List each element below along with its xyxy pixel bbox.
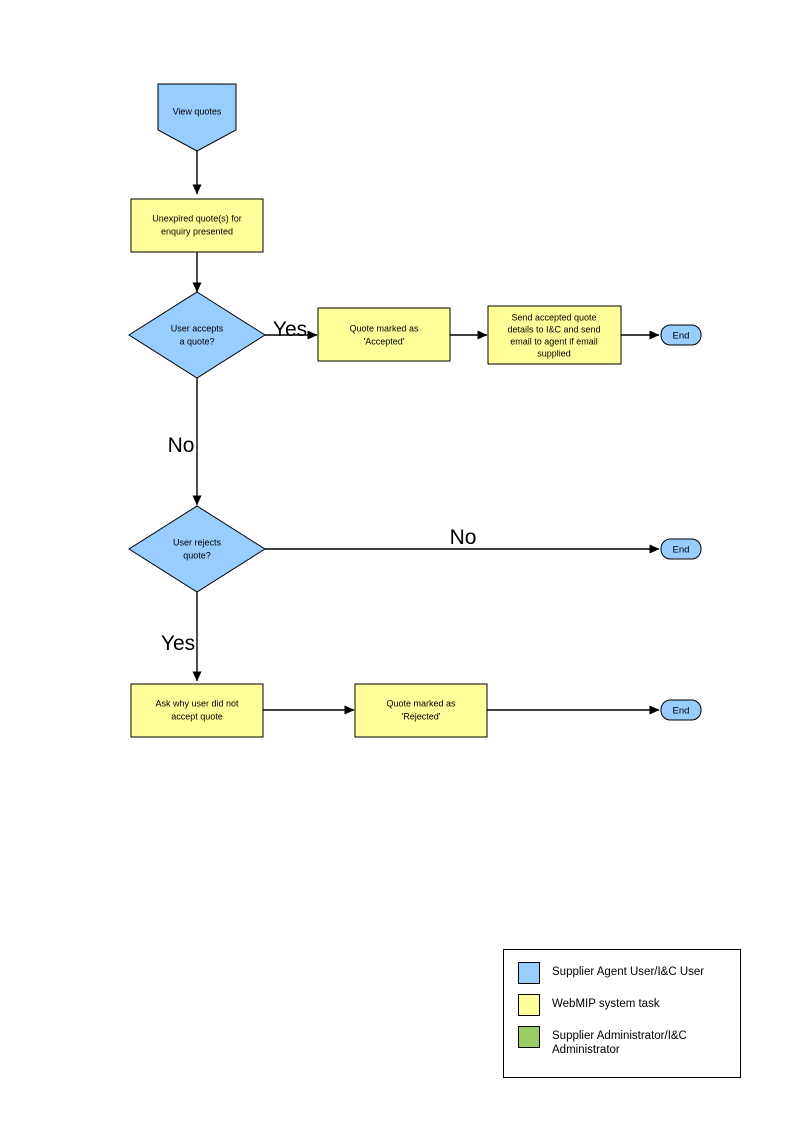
node-send-label-line1: Send accepted quote [511,312,596,322]
node-end3-label: End [673,706,690,717]
edge-label-no-accepts: No [168,434,195,457]
node-end1-label: End [673,331,690,342]
legend-label-supplier-agent: Supplier Agent User/I&C User [552,966,705,978]
node-quote-marked-accepted[interactable]: Quote marked as 'Accepted' [317,307,451,362]
process-rect-shape [130,683,264,738]
node-rejects-label-line1: User rejects [173,537,222,547]
node-accepts-label-line1: User accepts [171,323,224,333]
node-askwhy-label-line1: Ask why user did not [155,698,239,708]
terminator-stadium-shape [660,324,702,346]
node-rejected-label-line1: Quote marked as [386,698,456,708]
legend-swatch-yellow-icon [518,994,540,1016]
node-decision-user-accepts[interactable]: User accepts a quote? [128,291,266,379]
node-ask-why-not-accepted[interactable]: Ask why user did not accept quote [130,683,264,738]
node-decision-user-rejects[interactable]: User rejects quote? [128,505,266,593]
node-unexpired-quotes[interactable]: Unexpired quote(s) for enquiry presented [130,198,264,253]
node-end2-label: End [673,545,690,556]
decision-diamond-shape [128,291,266,379]
node-accepted-label-line2: 'Accepted' [364,336,405,346]
edge-label-no-rejects: No [450,526,477,549]
pentagon-down-shape [157,83,237,152]
terminator-stadium-shape [660,699,702,721]
legend-item-supplier-agent: Supplier Agent User/I&C User [518,962,728,984]
node-unexpired-label-line2: enquiry presented [161,226,233,236]
node-accepts-label-line2: a quote? [179,336,214,346]
legend-label-webmip-task: WebMIP system task [552,998,660,1010]
process-rect-shape [317,307,451,362]
node-end-no-rejects[interactable]: End [660,538,702,560]
legend-item-webmip-task: WebMIP system task [518,994,728,1016]
legend: Supplier Agent User/I&C User WebMIP syst… [503,949,741,1078]
node-send-label-line3: email to agent if email [510,336,598,346]
legend-item-supplier-administrator: Supplier Administrator/I&C Administrator [518,1026,728,1057]
edge-label-yes-rejects: Yes [161,632,195,655]
node-end-rejected[interactable]: End [660,699,702,721]
process-rect-shape [487,305,622,365]
node-accepted-label-line1: Quote marked as [349,323,419,333]
node-rejected-label-line2: 'Rejected' [402,711,441,721]
terminator-stadium-shape [660,538,702,560]
process-rect-shape [354,683,488,738]
edge-label-yes-accepts: Yes [273,318,307,341]
process-rect-shape [130,198,264,253]
node-askwhy-label-line2: accept quote [171,711,223,721]
node-unexpired-label-line1: Unexpired quote(s) for [152,213,242,223]
node-send-accepted-quote-details[interactable]: Send accepted quote details to I&C and s… [487,305,622,365]
node-send-label-line2: details to I&C and send [507,324,600,334]
node-start-view-quotes[interactable]: View quotes [157,83,237,152]
decision-diamond-shape [128,505,266,593]
node-start-label: View quotes [173,106,222,116]
node-send-label-line4: supplied [537,348,571,358]
legend-swatch-blue-icon [518,962,540,984]
node-end-accepted[interactable]: End [660,324,702,346]
legend-swatch-green-icon [518,1026,540,1048]
legend-label-supplier-administrator: Supplier Administrator/I&C Administrator [552,1030,687,1056]
node-quote-marked-rejected[interactable]: Quote marked as 'Rejected' [354,683,488,738]
node-rejects-label-line2: quote? [183,550,211,560]
